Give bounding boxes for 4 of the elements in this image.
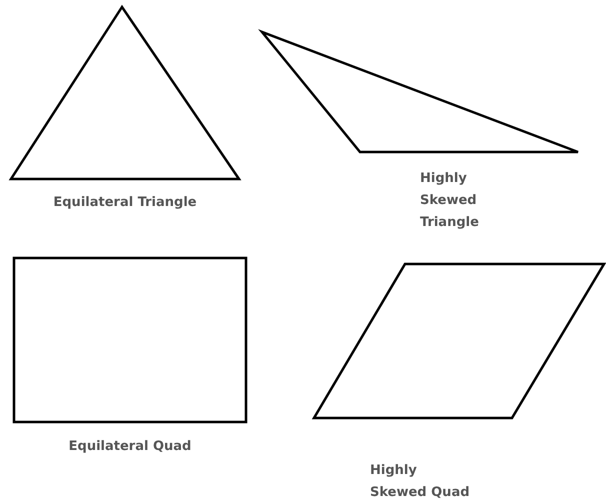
shape-caption: Highly Skewed Triangle <box>420 170 480 232</box>
shape-caption: Equilateral Triangle <box>52 194 198 212</box>
shape-caption: Highly Skewed Quad <box>370 462 470 502</box>
shape-caption: Equilateral Quad <box>68 438 192 456</box>
